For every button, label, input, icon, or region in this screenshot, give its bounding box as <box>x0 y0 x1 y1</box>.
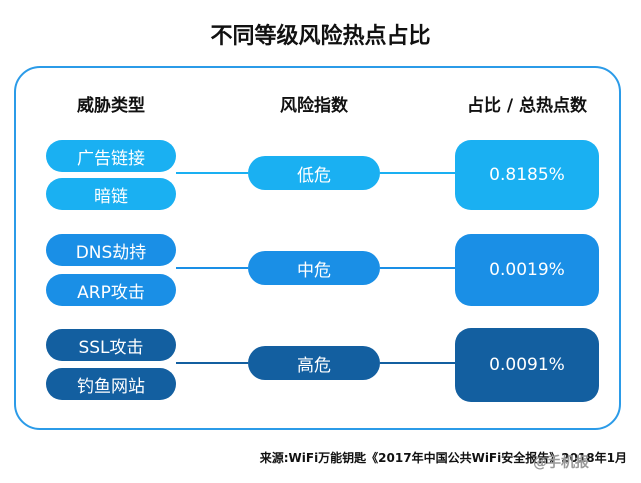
threat-type-dns-hijack: DNS劫持 <box>46 234 176 266</box>
watermark: @手机报 <box>533 455 589 471</box>
diagram-frame <box>14 66 621 430</box>
threat-type-phishing-site: 钓鱼网站 <box>46 368 176 400</box>
diagram-title: 不同等级风险热点占比 <box>210 24 431 49</box>
risk-level-low: 低危 <box>248 156 380 190</box>
connector-line-low-right <box>380 172 455 174</box>
threat-type-arp-attack: ARP攻击 <box>46 274 176 306</box>
ratio-box-low: 0.8185% <box>455 140 599 210</box>
connector-line-low-left <box>176 172 248 174</box>
threat-type-dark-link: 暗链 <box>46 178 176 210</box>
risk-level-high: 高危 <box>248 346 380 380</box>
threat-type-ad-link: 广告链接 <box>46 140 176 172</box>
connector-line-medium-right <box>380 267 455 269</box>
ratio-box-high: 0.0091% <box>455 328 599 402</box>
header-ratio: 占比 / 总热点数 <box>466 96 588 116</box>
connector-line-high-left <box>176 362 248 364</box>
threat-type-ssl-attack: SSL攻击 <box>46 329 176 361</box>
source-note: 来源:WiFi万能钥匙《2017年中国公共WiFi安全报告》2018年1月 <box>259 451 627 465</box>
risk-level-medium: 中危 <box>248 251 380 285</box>
ratio-box-medium: 0.0019% <box>455 234 599 306</box>
header-threat-type: 威胁类型 <box>77 96 145 116</box>
header-risk-index: 风险指数 <box>280 96 348 116</box>
connector-line-high-right <box>380 362 455 364</box>
connector-line-medium-left <box>176 267 248 269</box>
